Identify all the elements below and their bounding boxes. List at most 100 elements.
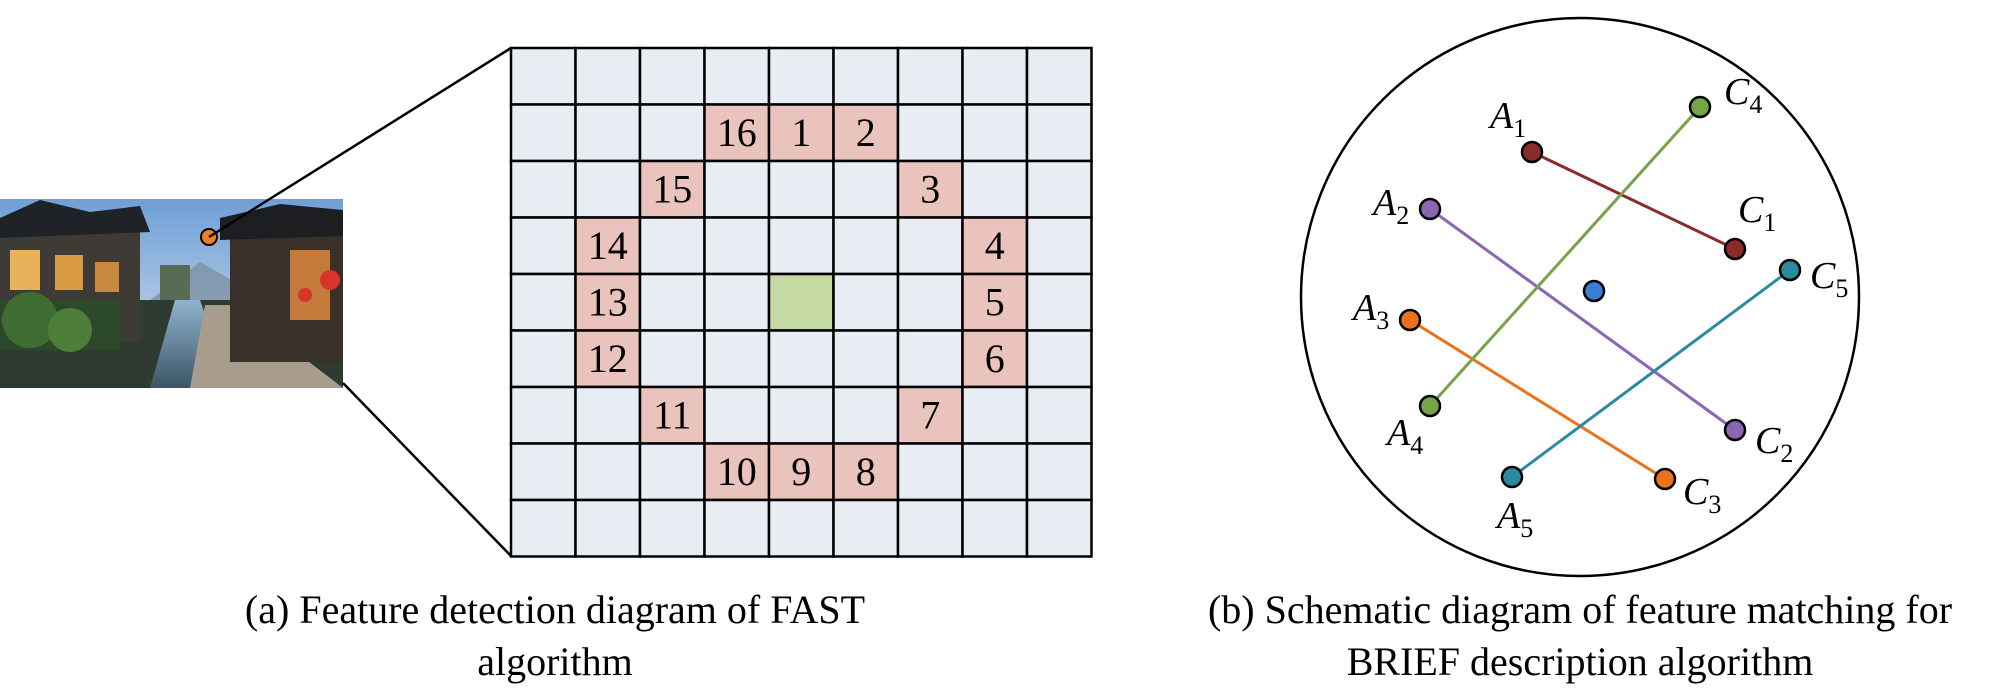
ring-pixel-label: 12 <box>588 336 628 381</box>
grid-cell <box>638 498 706 558</box>
grid-cell <box>703 46 771 106</box>
ring-pixel-label: 10 <box>717 449 757 494</box>
grid-cell <box>703 498 771 558</box>
ring-cell <box>961 329 1029 389</box>
grid-cell <box>1025 103 1093 163</box>
grid-cell <box>832 272 900 332</box>
grid-cell <box>638 103 706 163</box>
point-a <box>1398 308 1422 332</box>
grid-cell <box>1025 159 1093 219</box>
grid-cell <box>638 442 706 502</box>
grid-cell <box>509 329 577 389</box>
ring-pixel-label: 13 <box>588 279 628 324</box>
grid-cell <box>1025 498 1093 558</box>
point-c-label: C1 <box>1738 189 1776 237</box>
point-a-label: A4 <box>1384 412 1423 460</box>
grid-cell <box>509 498 577 558</box>
point-a-label: A3 <box>1350 287 1389 335</box>
keypoint-center <box>1582 279 1606 303</box>
ring-pixel-label: 2 <box>856 110 876 155</box>
point-c <box>1688 95 1712 119</box>
ring-cell <box>961 216 1029 276</box>
ring-pixel-label: 5 <box>985 279 1005 324</box>
grid-cell <box>509 216 577 276</box>
point-c-label: C3 <box>1683 471 1721 519</box>
grid-cell <box>961 103 1029 163</box>
match-line <box>1429 207 1736 432</box>
grid-cell <box>509 46 577 106</box>
point-a-label: A5 <box>1494 495 1533 543</box>
point-c-label: C5 <box>1810 255 1848 303</box>
point-a <box>1418 197 1442 221</box>
match-line <box>1428 105 1702 408</box>
match-line <box>1531 150 1736 251</box>
grid-cell <box>574 442 642 502</box>
grid-cell <box>509 159 577 219</box>
grid-cell <box>1025 46 1093 106</box>
grid-cell <box>961 159 1029 219</box>
grid-cell <box>832 216 900 276</box>
ring-pixel-label: 7 <box>920 392 940 437</box>
grid-cell <box>1025 385 1093 445</box>
zoom-line-bottom <box>342 382 512 557</box>
point-a <box>1500 465 1524 489</box>
ring-pixel-label: 11 <box>653 392 692 437</box>
grid-cell <box>896 442 964 502</box>
ring-pixel-label: 6 <box>985 336 1005 381</box>
point-c-label: C4 <box>1724 71 1762 119</box>
grid-cell <box>767 46 835 106</box>
grid-cell <box>574 385 642 445</box>
grid-cell <box>1025 442 1093 502</box>
grid-cell <box>896 329 964 389</box>
ring-cell <box>767 103 835 163</box>
caption-brief: (b) Schematic diagram of feature matchin… <box>1207 587 1953 684</box>
grid-cell <box>767 329 835 389</box>
point-c <box>1723 237 1747 261</box>
ring-cell <box>638 159 706 219</box>
grid-cell <box>703 159 771 219</box>
caption-fast: (a) Feature detection diagram of FAST al… <box>244 587 866 684</box>
ring-pixel-label: 4 <box>985 223 1005 268</box>
ring-pixel-label: 3 <box>920 166 940 211</box>
grid-cell <box>574 159 642 219</box>
grid-cell <box>574 498 642 558</box>
grid-cell <box>832 498 900 558</box>
grid-cell <box>832 329 900 389</box>
point-c-label: C2 <box>1755 420 1793 468</box>
grid-cell <box>574 103 642 163</box>
grid-cell <box>574 46 642 106</box>
brief-patch-circle <box>1299 16 1861 578</box>
grid-cell <box>1025 216 1093 276</box>
grid-cell <box>703 385 771 445</box>
grid-cell <box>896 103 964 163</box>
grid-cell <box>961 385 1029 445</box>
grid-cell <box>638 272 706 332</box>
center-pixel-cell <box>767 272 835 332</box>
grid-cell <box>832 159 900 219</box>
point-c <box>1778 258 1802 282</box>
street-scene-photo <box>0 199 343 388</box>
grid-cell <box>1025 329 1093 389</box>
grid-cell <box>896 46 964 106</box>
match-line <box>1511 268 1791 479</box>
ring-pixel-label: 8 <box>856 449 876 494</box>
grid-cell <box>832 385 900 445</box>
grid-cell <box>896 216 964 276</box>
grid-cell <box>509 385 577 445</box>
grid-cell <box>767 159 835 219</box>
ring-cell <box>703 103 771 163</box>
ring-pixel-label: 9 <box>791 449 811 494</box>
match-line <box>1409 318 1666 481</box>
grid-cell <box>767 385 835 445</box>
grid-cell <box>509 272 577 332</box>
grid-cell <box>832 46 900 106</box>
grid-cell <box>896 272 964 332</box>
grid-cell <box>961 46 1029 106</box>
grid-cell <box>961 498 1029 558</box>
grid-cell <box>509 442 577 502</box>
grid-cell <box>1025 272 1093 332</box>
point-a-label: A2 <box>1370 182 1409 230</box>
ring-pixel-label: 16 <box>717 110 757 155</box>
